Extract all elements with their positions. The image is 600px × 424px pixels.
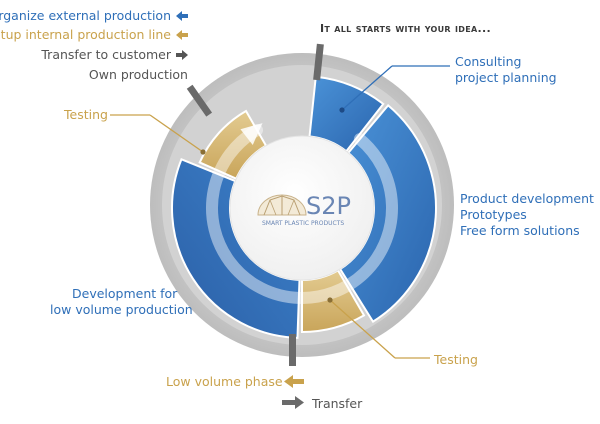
label-consulting: Consulting <box>455 54 522 69</box>
flow-arc <box>206 124 398 304</box>
arrow-left-icon <box>176 29 188 40</box>
flow-arrow-head-icon <box>240 123 263 145</box>
label-product-development: Product development <box>460 191 594 206</box>
arrow-right-icon <box>176 49 188 60</box>
legend-label: Transfer to customer <box>41 47 171 62</box>
label-project-planning: project planning <box>455 70 557 85</box>
legend-item-transfer: Transfer to customer <box>41 47 188 62</box>
callout-line-testing-top-2 <box>149 114 204 153</box>
divider-left <box>186 84 213 117</box>
label-low-volume-phase: Low volume phase <box>166 374 283 389</box>
label-free-form: Free form solutions <box>460 223 580 238</box>
label-low-volume-production: low volume production <box>50 302 193 317</box>
legend-item-internal: Setup internal production line <box>0 27 188 42</box>
label-transfer: Transfer <box>312 396 363 411</box>
legend-item-own-production: Own production <box>89 67 188 82</box>
callout-line-testing-bottom <box>329 299 396 359</box>
logo-wordmark: S2P <box>306 192 351 220</box>
arrow-left-icon <box>176 10 188 21</box>
callout-dot-testing-bottom <box>327 297 333 303</box>
callout-line-consulting <box>341 65 393 111</box>
label-development-for: Development for <box>72 286 178 301</box>
legend-item-external: Organize external production <box>0 8 188 23</box>
divider-bottom <box>289 334 296 366</box>
s2p-logo-dome-icon <box>257 194 307 216</box>
divider-top <box>313 43 324 81</box>
callout-dot-consulting <box>339 107 345 113</box>
legend-label: Organize external production <box>0 8 171 23</box>
callout-dot-testing-top <box>200 149 206 155</box>
legend-label: Setup internal production line <box>0 27 171 42</box>
transfer-arrow-icon <box>282 396 304 409</box>
label-prototypes: Prototypes <box>460 207 527 222</box>
logo-tagline: SMART PLASTIC PRODUCTS <box>262 220 344 227</box>
headline: It all starts with your idea... <box>320 22 491 35</box>
label-testing-bottom: Testing <box>434 352 478 367</box>
legend-label: Own production <box>88 67 188 82</box>
low-volume-phase-arrow-icon <box>284 375 304 388</box>
label-testing-top: Testing <box>64 107 108 122</box>
